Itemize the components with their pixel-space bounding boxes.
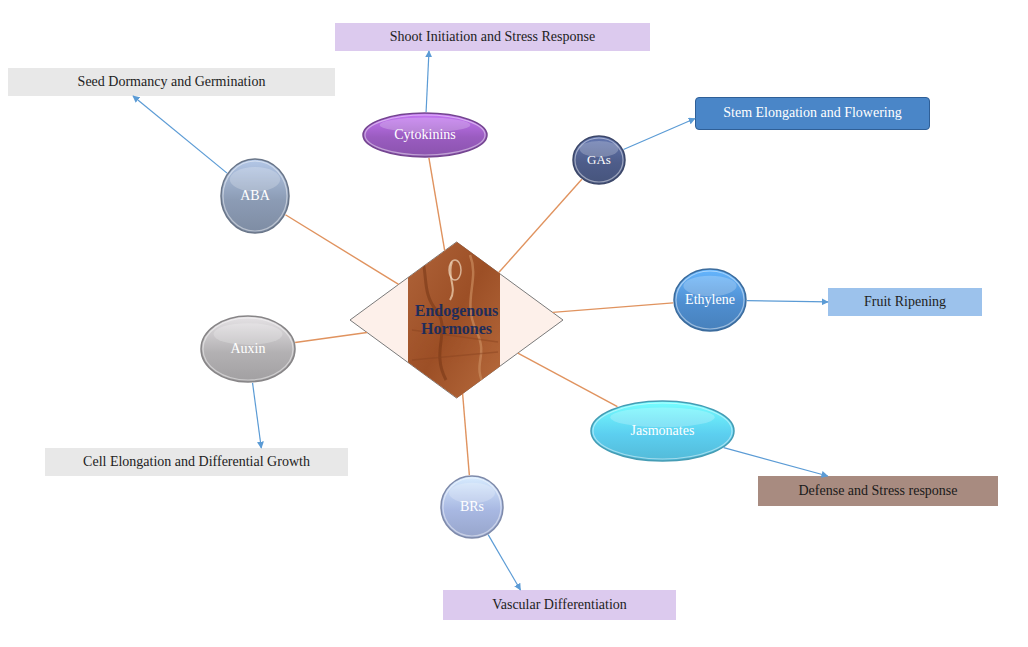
- ellipse-shape: [441, 476, 503, 538]
- ellipse-rim: [203, 318, 293, 380]
- node-label: Auxin: [231, 341, 266, 357]
- node-label: Fruit Ripening: [864, 294, 946, 310]
- function-box: Vascular Differentiation: [443, 590, 676, 620]
- function-arrow: [253, 383, 262, 448]
- node-label: Endogenous Hormones: [397, 302, 517, 339]
- ellipse-shape: [674, 269, 746, 331]
- ellipse-rim: [223, 161, 287, 231]
- node-label: Defense and Stress response: [798, 483, 957, 499]
- ellipse-shape: [591, 401, 734, 461]
- hormone-ellipse: BRs: [440, 475, 504, 539]
- node-label: Ethylene: [685, 292, 735, 308]
- ellipse-shape: [201, 316, 295, 382]
- function-box: Defense and Stress response: [758, 476, 998, 506]
- hormone-ellipse: GAs: [572, 135, 626, 185]
- center-diamond: Endogenous Hormones: [350, 242, 563, 398]
- function-box: Seed Dormancy and Germination: [8, 68, 335, 96]
- node-label: Vascular Differentiation: [492, 597, 627, 613]
- ellipse-rim: [676, 271, 744, 329]
- node-label: Cell Elongation and Differential Growth: [83, 454, 310, 470]
- ellipse-rim: [443, 478, 501, 536]
- ellipse-shape: [363, 113, 487, 157]
- ellipse-shape: [221, 159, 289, 233]
- hormone-link: [518, 353, 618, 407]
- ellipse-rim: [575, 138, 623, 182]
- hormone-link: [463, 394, 470, 476]
- function-box: Stem Elongation and Flowering: [695, 97, 930, 130]
- function-box: Shoot Initiation and Stress Response: [335, 23, 650, 51]
- ellipse-rim: [593, 403, 732, 459]
- hormone-link: [429, 158, 445, 251]
- hormone-ellipse: ABA: [220, 158, 290, 234]
- hormone-link: [295, 332, 367, 342]
- node-label: Seed Dormancy and Germination: [78, 74, 266, 90]
- node-label: Jasmonates: [631, 423, 695, 439]
- node-label: Cytokinins: [394, 127, 455, 143]
- function-arrow: [426, 51, 429, 112]
- ellipse-shape: [573, 136, 625, 184]
- hormone-ellipse: Ethylene: [673, 268, 747, 332]
- ellipse-gloss: [230, 167, 280, 191]
- hormone-link: [285, 215, 398, 285]
- node-label: GAs: [587, 153, 611, 168]
- hormone-link: [499, 179, 582, 273]
- function-arrow: [623, 119, 695, 150]
- diamond-shape: [350, 242, 563, 398]
- function-arrow: [724, 448, 828, 476]
- node-label: ABA: [240, 188, 270, 204]
- hormone-ellipse: Cytokinins: [362, 112, 488, 158]
- hormone-ellipse: Auxin: [200, 315, 296, 383]
- function-box: Cell Elongation and Differential Growth: [45, 448, 348, 476]
- node-label: Shoot Initiation and Stress Response: [390, 29, 595, 45]
- node-label: Stem Elongation and Flowering: [723, 105, 901, 121]
- function-arrow: [133, 96, 227, 173]
- function-arrow: [747, 301, 828, 302]
- function-box: Fruit Ripening: [828, 288, 982, 316]
- ellipse-rim: [365, 115, 485, 155]
- hormone-ellipse: Jasmonates: [590, 400, 735, 462]
- photo-band: [408, 238, 500, 402]
- hormone-link: [553, 303, 674, 313]
- function-arrow: [488, 535, 520, 590]
- node-label: BRs: [460, 499, 484, 515]
